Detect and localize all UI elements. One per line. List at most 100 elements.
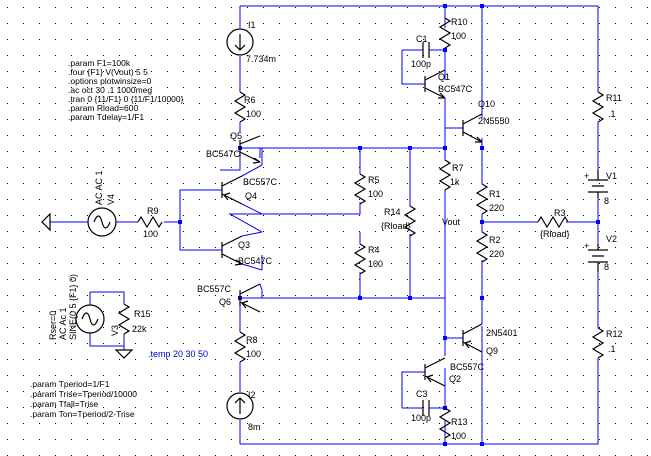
resistor-r5[interactable] [353,173,367,205]
ground-symbol-left [41,212,51,232]
label-i1-value: 7.734m [246,54,276,64]
label-r13-name: R13 [451,417,468,427]
label-r14-name: R14 [384,207,401,217]
directives-bottom: .param Tperiod=1/F1 .param Trise=Tperiod… [30,379,137,419]
label-q6-name: Q6 [219,297,231,307]
label-v3-name: V3 [110,325,120,336]
label-r9-name: R9 [147,206,159,216]
label-r1-value: 220 [489,203,504,213]
label-q9-model: 2N5401 [486,328,518,338]
label-r8-name: R8 [246,335,258,345]
transistor-q4[interactable] [221,164,263,215]
capacitor-c3[interactable] [419,400,433,416]
label-r1-name: R1 [489,189,501,199]
transistor-q2[interactable] [424,357,446,408]
label-q4-name: Q4 [245,191,257,201]
label-r13-value: 100 [451,431,466,441]
directive-line: .options plotwinsize=0 [68,76,152,86]
label-r5-value: 100 [368,189,383,199]
capacitor-c1[interactable] [419,42,433,58]
label-v2-name: V2 [606,234,617,244]
label-r15-value: 22k [132,324,147,334]
label-r2-name: R2 [489,235,501,245]
transistor-q5[interactable] [239,135,261,164]
label-q2-model: BC557C [450,362,485,372]
transistor-q1[interactable] [424,62,446,108]
current-source-i1[interactable] [226,28,254,56]
label-r7-value: 1k [450,177,460,187]
label-v2-value: 8 [604,262,609,272]
resistor-r13[interactable] [438,407,452,439]
directive-line: .param F1=100k [68,58,131,68]
voltage-source-v2[interactable]: + [584,241,608,272]
label-r12-name: R12 [606,329,623,339]
directive-line: .param Ton=Tperiod/2-Trise [30,409,135,419]
label-q9-name: Q9 [486,346,498,356]
transistor-q10[interactable] [462,113,483,143]
label-q10-model: 2N5550 [478,116,510,126]
directive-line: .param Rload=600 [68,103,138,113]
resistor-r12[interactable] [591,327,605,359]
label-r6-value: 100 [246,109,261,119]
label-q3-name: Q3 [238,240,250,250]
label-c3-value: 100p [411,413,431,423]
transistor-q3[interactable] [221,231,263,271]
resistor-r8[interactable] [233,331,247,363]
voltage-source-v1[interactable]: + [584,170,608,198]
label-v3-line1: Rser=0 [48,311,58,340]
resistor-r9[interactable] [137,215,163,229]
label-q5-model: BC547C [206,149,241,159]
label-v3-line3: SINE(0 5 {F1} 0) [68,274,78,340]
label-r14-value: {Rload} [381,221,411,231]
directive-line: .param Tdelay=1/F1 [68,112,144,122]
resistor-r15[interactable] [117,303,131,335]
resistor-r4[interactable] [353,243,367,275]
resistor-r2[interactable] [475,231,489,263]
resistor-r7[interactable] [438,159,452,191]
voltage-source-v3[interactable] [75,304,105,334]
label-r11-name: R11 [606,93,622,103]
resistor-r6[interactable] [233,91,247,123]
label-v3-line2: AC Ac 1 [58,307,68,340]
transistor-q6[interactable] [239,283,263,313]
label-i1-name: I1 [248,20,256,30]
transistor-q9[interactable] [462,306,483,444]
label-q1-model: BC547C [438,84,473,94]
label-r10-name: R10 [451,17,468,27]
resistor-r10[interactable] [438,17,452,49]
label-i2-value: 8m [248,422,261,432]
label-r15-name: R15 [134,309,151,319]
label-r3-value: {Rload} [540,229,570,239]
resistor-r14[interactable] [403,205,417,237]
label-r12-value: .1 [608,344,616,354]
ground-symbol-v3 [114,349,134,359]
label-r4-name: R4 [368,245,380,255]
directive-line: .param Tperiod=1/F1 [30,379,110,389]
resistor-r3[interactable] [537,215,569,229]
resistor-r1[interactable] [475,183,489,215]
label-r8-value: 100 [246,349,261,359]
label-c1-name: C1 [416,34,428,44]
directives-top: .param F1=100k .four {F1} V(Vout) 5 5 .o… [68,58,184,122]
label-r11-value: .1 [608,109,616,119]
label-r2-value: 220 [489,249,504,259]
label-q2-name: Q2 [449,374,461,384]
label-q3-model: BC547C [238,256,273,266]
resistor-r11[interactable] [591,91,605,123]
directive-line: .four {F1} V(Vout) 5 5 [68,67,148,77]
temp-directive: .temp 20 30 50 [148,349,208,359]
label-r7-name: R7 [452,163,464,173]
current-source-i2[interactable] [226,392,254,420]
label-q10-name: Q10 [478,99,495,109]
label-r6-name: R6 [244,95,256,105]
voltage-source-v4[interactable] [86,207,118,237]
label-r3-name: R3 [554,208,566,218]
label-v1-name: V1 [606,171,617,181]
label-q4-model: BC557C [243,177,278,187]
label-q5-name: Q5 [230,131,242,141]
label-v4-name: V4 [106,194,116,205]
directive-line: .param Tfall=Trise [30,399,99,409]
label-i2-name: I2 [248,390,256,400]
